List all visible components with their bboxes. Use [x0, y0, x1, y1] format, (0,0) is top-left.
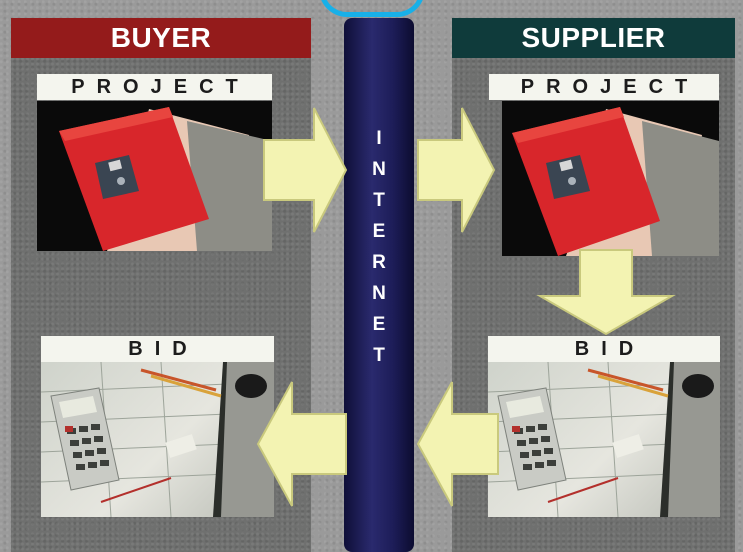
- internet-letter: E: [372, 221, 386, 242]
- supplier-project-image: [502, 101, 719, 256]
- internet-letter: I: [376, 128, 382, 149]
- calculator-spreadsheet-icon: [488, 362, 720, 517]
- supplier-bid-image: [488, 362, 720, 517]
- buyer-bid-image: [41, 362, 274, 517]
- internet-letter: N: [372, 283, 386, 304]
- buyer-project-label: PROJECT: [37, 74, 272, 100]
- buyer-header: BUYER: [11, 18, 311, 58]
- folder-with-floppy-icon: [59, 107, 272, 251]
- buyer-bid-label: BID: [41, 336, 274, 362]
- internet-letter: T: [373, 190, 385, 211]
- supplier-bid-label: BID: [488, 336, 720, 362]
- arrow-right-internet-to-supplier: [417, 107, 496, 233]
- calculator-spreadsheet-icon: [41, 362, 274, 517]
- arrow-left-internet-to-buyer: [256, 381, 347, 507]
- internet-letter: R: [372, 252, 386, 273]
- internet-label: I N T E R N E T: [344, 123, 414, 371]
- internet-letter: E: [372, 314, 386, 335]
- buyer-project-image: [37, 101, 272, 251]
- arrow-right-buyer-to-internet: [263, 107, 348, 233]
- supplier-project-label: PROJECT: [489, 74, 719, 100]
- arrow-left-supplier-to-internet: [416, 381, 499, 507]
- internet-letter: T: [373, 345, 385, 366]
- supplier-header: SUPPLIER: [452, 18, 735, 58]
- internet-column: I N T E R N E T: [344, 18, 414, 552]
- arrow-down-supplier-project-to-bid: [536, 249, 676, 336]
- internet-letter: N: [372, 159, 386, 180]
- folder-with-floppy-icon: [512, 107, 719, 256]
